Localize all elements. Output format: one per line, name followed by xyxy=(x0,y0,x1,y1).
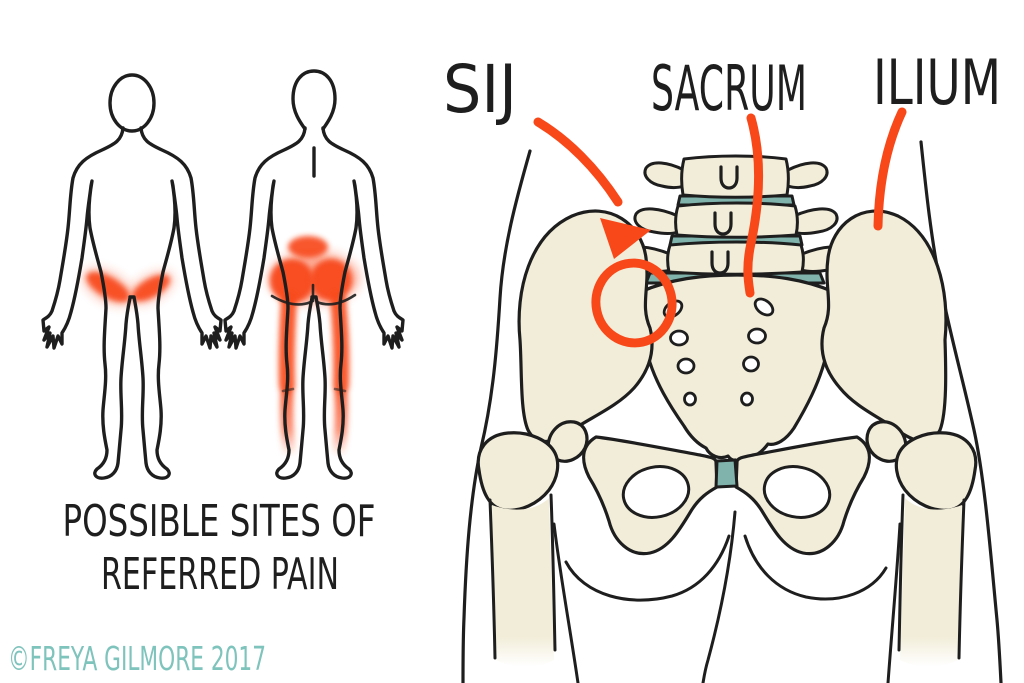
sacrum-bone xyxy=(637,273,837,463)
transverse-process xyxy=(786,161,829,189)
inner-thigh-line-left xyxy=(552,522,580,683)
front-figure xyxy=(41,73,223,480)
ilium-bone-left xyxy=(517,209,654,444)
sij-circle xyxy=(591,258,677,348)
buttock-crease-right xyxy=(315,293,357,306)
label-sacrum: SACRUM xyxy=(651,52,807,125)
transverse-process xyxy=(633,207,680,235)
front-figure-body-outline xyxy=(41,126,223,480)
sij-arrowhead xyxy=(600,218,651,259)
back-figure xyxy=(223,69,405,480)
spinous-process-mark xyxy=(713,211,733,236)
obturator-foramen-right xyxy=(762,465,832,519)
knee-crease-right xyxy=(333,387,347,393)
caption-line-1: POSSIBLE SITES OF xyxy=(63,496,376,547)
copyright-text: ©FREYA GILMORE 2017 xyxy=(8,639,266,678)
ilium-bone-right xyxy=(820,209,948,444)
transverse-process xyxy=(792,207,839,235)
annotations xyxy=(533,107,907,348)
pain-area-groin xyxy=(83,268,173,306)
pelvis-illustration: SIJ SACRUM ILIUM xyxy=(443,46,1003,683)
femur-right xyxy=(865,420,978,667)
back-figure-head xyxy=(291,69,337,131)
vertebra xyxy=(666,240,805,276)
gluteal-fold-right xyxy=(743,534,888,601)
buttock-crease-left xyxy=(270,294,313,306)
obturator-foramen-left xyxy=(621,465,691,519)
gluteal-crease-center xyxy=(701,510,737,683)
inner-thigh-line-right xyxy=(886,522,902,683)
ilium-pointer-line xyxy=(873,107,907,231)
lumbar-spine xyxy=(621,154,851,285)
sij-arrow xyxy=(533,117,623,207)
transverse-process xyxy=(643,161,686,189)
spinous-process-mark xyxy=(719,165,739,190)
gluteal-fold-left xyxy=(564,534,731,602)
spinous-process-mark xyxy=(710,250,730,275)
vertebra xyxy=(674,201,799,239)
front-figure-head xyxy=(108,73,156,133)
caption-line-2: REFERRED PAIN xyxy=(101,549,339,600)
sacrum-pointer-line xyxy=(743,113,764,298)
body-contour-right xyxy=(919,140,1003,683)
pubic-symphysis xyxy=(714,458,739,489)
vertebra xyxy=(680,154,790,199)
femur-left xyxy=(476,420,589,667)
knee-crease-left xyxy=(281,387,295,393)
label-ilium: ILIUM xyxy=(873,46,1001,119)
body-contour-left xyxy=(461,149,532,683)
label-sij: SIJ xyxy=(443,51,517,128)
